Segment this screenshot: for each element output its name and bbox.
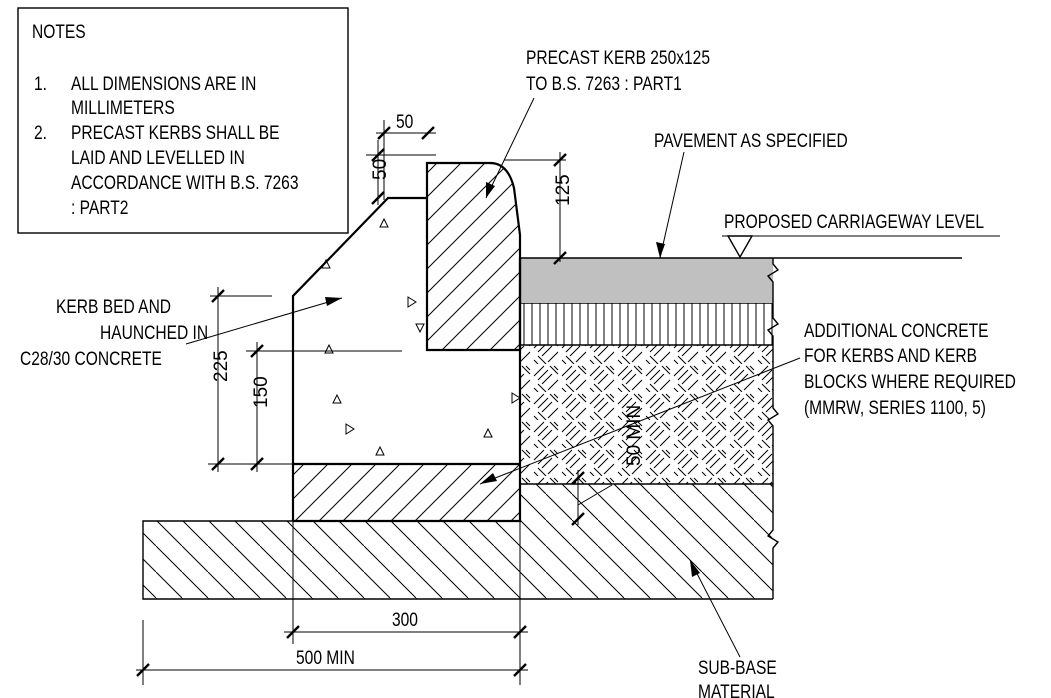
label-precast-kerb-line-1: PRECAST KERB 250x125 [526,47,710,69]
label-additional-concrete: ADDITIONAL CONCRETE FOR KERBS AND KERB B… [479,320,1016,485]
label-kerb-bed: KERB BED AND HAUNCHED IN C28/30 CONCRETE [20,296,343,370]
label-precast-kerb: PRECAST KERB 250x125 TO B.S. 7263 : PART… [485,47,710,199]
dim-bed-depth-label: 225 [211,350,232,382]
note-1-line-2: MILLIMETERS [71,97,175,119]
additional-concrete-layer [520,483,774,521]
label-sub-base: SUB-BASE MATERIAL [689,559,777,698]
note-2-line-2: LAID AND LEVELLED IN [71,147,245,169]
dim-bed-width-label: 300 [392,609,418,631]
note-2-line-1: PRECAST KERBS SHALL BE [71,122,280,144]
dim-chamfer-vertical: 50 [366,140,436,205]
dim-additional-min: 50 MIN [571,405,645,526]
dim-chamfer-vertical-label: 50 [370,159,391,180]
label-pavement: PAVEMENT AS SPECIFIED [654,130,848,259]
dim-additional-min-label: 50 MIN [624,405,645,466]
label-carriageway: PROPOSED CARRIAGEWAY LEVEL [722,211,1000,259]
label-carriageway-text: PROPOSED CARRIAGEWAY LEVEL [724,211,984,233]
dim-chamfer-horizontal: 50 [376,111,436,200]
dim-kerb-upstand: 125 [504,152,574,265]
label-precast-kerb-line-2: TO B.S. 7263 : PART1 [526,73,682,95]
label-additional-concrete-line-3: BLOCKS WHERE REQUIRED [804,371,1016,393]
notes-box: NOTES 1. ALL DIMENSIONS ARE IN MILLIMETE… [17,7,349,234]
dim-sub-base-width: 500 MIN [136,620,528,685]
sub-base-layer [142,520,780,600]
dim-haunch-height: 150 [246,342,402,472]
label-kerb-bed-line-2: HAUNCHED IN [100,322,208,344]
note-2-number: 2. [34,122,47,144]
dim-bed-width: 300 [284,521,528,685]
dim-bed-depth: 225 [210,287,272,472]
pavement-surface [520,257,962,303]
dim-haunch-height-label: 150 [251,376,272,408]
dim-sub-base-width-label: 500 MIN [296,647,355,669]
note-1-number: 1. [34,73,47,95]
notes-heading: NOTES [32,21,86,43]
label-additional-concrete-line-2: FOR KERBS AND KERB [804,345,977,367]
precast-kerb [425,161,522,352]
label-kerb-bed-line-3: C28/30 CONCRETE [20,348,162,370]
level-marker-icon [726,235,754,259]
note-2-line-4: : PART2 [71,197,128,219]
base-course-layer [520,344,780,484]
label-additional-concrete-line-1: ADDITIONAL CONCRETE [804,320,989,342]
label-sub-base-line-1: SUB-BASE [698,657,777,679]
label-kerb-bed-line-1: KERB BED AND [56,296,171,318]
note-2-line-3: ACCORDANCE WITH B.S. 7263 [71,172,299,194]
label-pavement-text: PAVEMENT AS SPECIFIED [654,130,848,152]
binder-course-layer [520,302,780,345]
label-sub-base-line-2: MATERIAL [698,681,775,698]
kerb-bed-base [293,462,520,521]
note-1-line-1: ALL DIMENSIONS ARE IN [71,73,256,95]
label-additional-concrete-line-4: (MMRW, SERIES 1100, 5) [804,397,986,419]
dim-chamfer-horizontal-label: 50 [396,111,413,133]
dim-kerb-upstand-label: 125 [553,174,574,206]
